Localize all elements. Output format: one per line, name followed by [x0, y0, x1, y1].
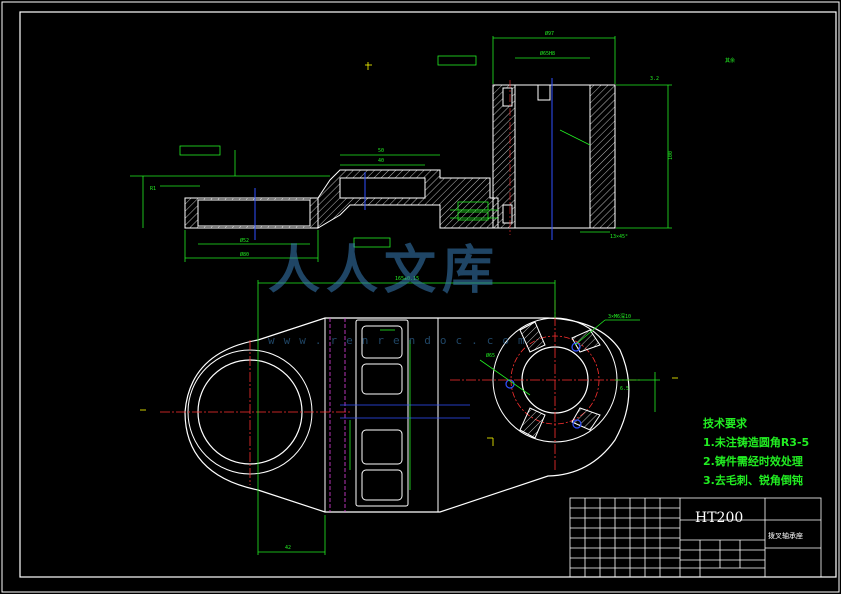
material-label: HT200 [695, 510, 744, 526]
svg-text:Ø65H8: Ø65H8 [540, 50, 555, 57]
svg-text:6.5: 6.5 [620, 386, 629, 392]
svg-text:Ø65: Ø65 [486, 352, 495, 359]
tech-req-item-3: 3.去毛刺、锐角倒钝 [703, 474, 803, 487]
tech-req-item-2: 2.铸件需经时效处理 [703, 455, 803, 468]
watermark-url: www.renrendoc.com [268, 334, 534, 347]
title-block [569, 497, 822, 578]
section-view: Ø97 Ø65H8 100 Ø52 Ø80 50 40 R1 13×45° 其余… [130, 30, 735, 411]
svg-text:3.2: 3.2 [650, 76, 659, 82]
svg-text:40: 40 [378, 158, 384, 164]
svg-text:13×45°: 13×45° [610, 234, 628, 240]
svg-text:Ø80: Ø80 [240, 251, 249, 258]
svg-text:其余: 其余 [725, 57, 735, 64]
plan-view: 165±0.15 42 3×M6深10 Ø65 6.5 [160, 276, 660, 555]
svg-text:42: 42 [285, 545, 291, 551]
svg-text:165±0.15: 165±0.15 [395, 276, 419, 282]
svg-text:Ø52: Ø52 [240, 237, 249, 244]
part-name-label: 拨叉轴承座 [768, 532, 803, 540]
watermark: 人人文库 [268, 240, 501, 301]
body-outline [184, 317, 630, 513]
inner-frame [19, 11, 837, 578]
technical-requirements: 技术要求 1.未注铸造圆角R3-5 2.铸件需经时效处理 3.去毛刺、锐角倒钝 [703, 414, 809, 490]
svg-text:100: 100 [668, 151, 674, 160]
tech-req-title: 技术要求 [703, 417, 747, 430]
svg-text:Ø97: Ø97 [545, 30, 554, 37]
svg-text:R1: R1 [150, 186, 156, 192]
svg-text:3×M6深10: 3×M6深10 [608, 313, 631, 320]
svg-text:50: 50 [378, 148, 384, 154]
tech-req-item-1: 1.未注铸造圆角R3-5 [703, 436, 810, 449]
